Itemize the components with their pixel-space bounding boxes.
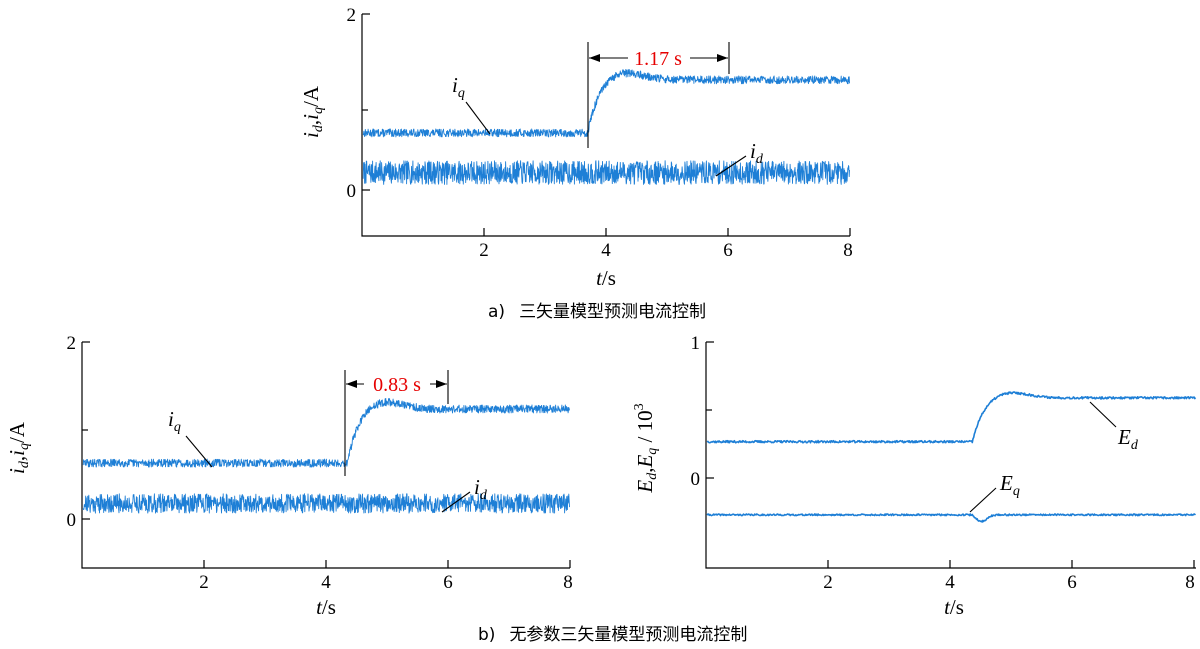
panel-a-label-id: id bbox=[750, 139, 764, 167]
panel-b-left-xlabel: t/s bbox=[316, 595, 336, 619]
panel-a-xtick-label-8: 8 bbox=[843, 240, 853, 261]
panel-b-right-axes bbox=[705, 342, 1196, 569]
panel-b-right-xtick-label-6: 6 bbox=[1067, 572, 1077, 593]
panel-b-caption: b)无参数三矢量模型预测电流控制 bbox=[478, 625, 747, 645]
panel-a-label-iq: iq bbox=[452, 73, 465, 101]
panel-b-left-ylabel: id,iq/A bbox=[5, 421, 32, 474]
panel-b-right-xtick-label-4: 4 bbox=[945, 572, 955, 593]
panel-a-chart: 0 2 2 4 6 8 t/s id,iq/A iq id 1.17 s bbox=[299, 5, 853, 290]
panel-a-axes bbox=[361, 14, 850, 237]
panel-b-right-ylabel: Ed,Eq / 103 bbox=[632, 403, 660, 493]
panel-b-right-series-E_d-line bbox=[706, 391, 1197, 444]
panel-b-left-xtick-label-4: 4 bbox=[321, 572, 331, 593]
panel-b-left-label-iq: iq bbox=[168, 407, 181, 435]
panel-b-left-duration-label: 0.83 s bbox=[373, 374, 421, 396]
panel-b-right-label-Ed: Ed bbox=[1117, 425, 1139, 453]
panel-a-xtick-label-6: 6 bbox=[723, 240, 733, 261]
panel-a-label-iq-leader bbox=[465, 101, 491, 135]
panel-a-duration-label: 1.17 s bbox=[634, 48, 682, 70]
panel-b-left-label-id-leader bbox=[441, 491, 471, 513]
panel-a-arrowhead-left bbox=[589, 54, 600, 62]
panel-b-right-xtick-label-2: 2 bbox=[823, 572, 833, 593]
panel-a-ytick-label-2: 2 bbox=[347, 5, 357, 26]
panel-b-right-xlabel: t/s bbox=[944, 595, 964, 619]
panel-b-left-xtick-label-6: 6 bbox=[443, 572, 453, 593]
panel-a-label-id-leader bbox=[715, 155, 747, 177]
panel-b-left-xtick-label-8: 8 bbox=[563, 572, 573, 593]
panel-b-right-series-E_q-line bbox=[706, 513, 1197, 523]
panel-a-xtick-label-4: 4 bbox=[601, 240, 611, 261]
panel-a-series-i_d-line bbox=[362, 160, 850, 185]
panel-b-right-label-Eq-leader bbox=[969, 487, 997, 513]
panel-b-left-label-iq-leader bbox=[185, 435, 213, 468]
panel-b-right-label-Eq: Eq bbox=[999, 471, 1020, 499]
panel-b-right-ytick-label-1: 1 bbox=[691, 333, 701, 354]
panel-a-ylabel: id,iq/A bbox=[299, 85, 326, 138]
panel-b-right-label-Ed-leader bbox=[1089, 401, 1117, 428]
panel-b-left-series-i_d-line bbox=[82, 493, 570, 514]
panel-b-left-ytick-label-2: 2 bbox=[67, 333, 77, 354]
panel-b-left-chart: 0 2 2 4 6 8 t/s id,iq/A iq id 0.83 s bbox=[5, 333, 573, 619]
panel-b-left-label-id: id bbox=[474, 475, 488, 503]
panel-b-left-xtick-label-2: 2 bbox=[199, 572, 209, 593]
panel-a-series-i_q-line bbox=[362, 69, 850, 138]
panel-b-left-axes bbox=[81, 342, 570, 569]
panel-b-right-chart: 0 1 2 4 6 8 t/s Ed,Eq / 103 Ed Eq bbox=[632, 333, 1197, 619]
panel-b-left-series-i_q-line bbox=[82, 397, 570, 468]
panel-b-left-ytick-label-0: 0 bbox=[67, 510, 77, 531]
panel-a-ytick-label-0: 0 bbox=[347, 181, 357, 202]
panel-b-right-ytick-label-0: 0 bbox=[691, 469, 701, 490]
panel-a-caption: a)三矢量模型预测电流控制 bbox=[488, 302, 706, 322]
panel-a-xlabel: t/s bbox=[596, 266, 616, 290]
panel-a-xtick-label-2: 2 bbox=[479, 240, 489, 261]
panel-b-right-xtick-label-8: 8 bbox=[1185, 572, 1195, 593]
panel-a-arrowhead-right bbox=[717, 54, 728, 62]
